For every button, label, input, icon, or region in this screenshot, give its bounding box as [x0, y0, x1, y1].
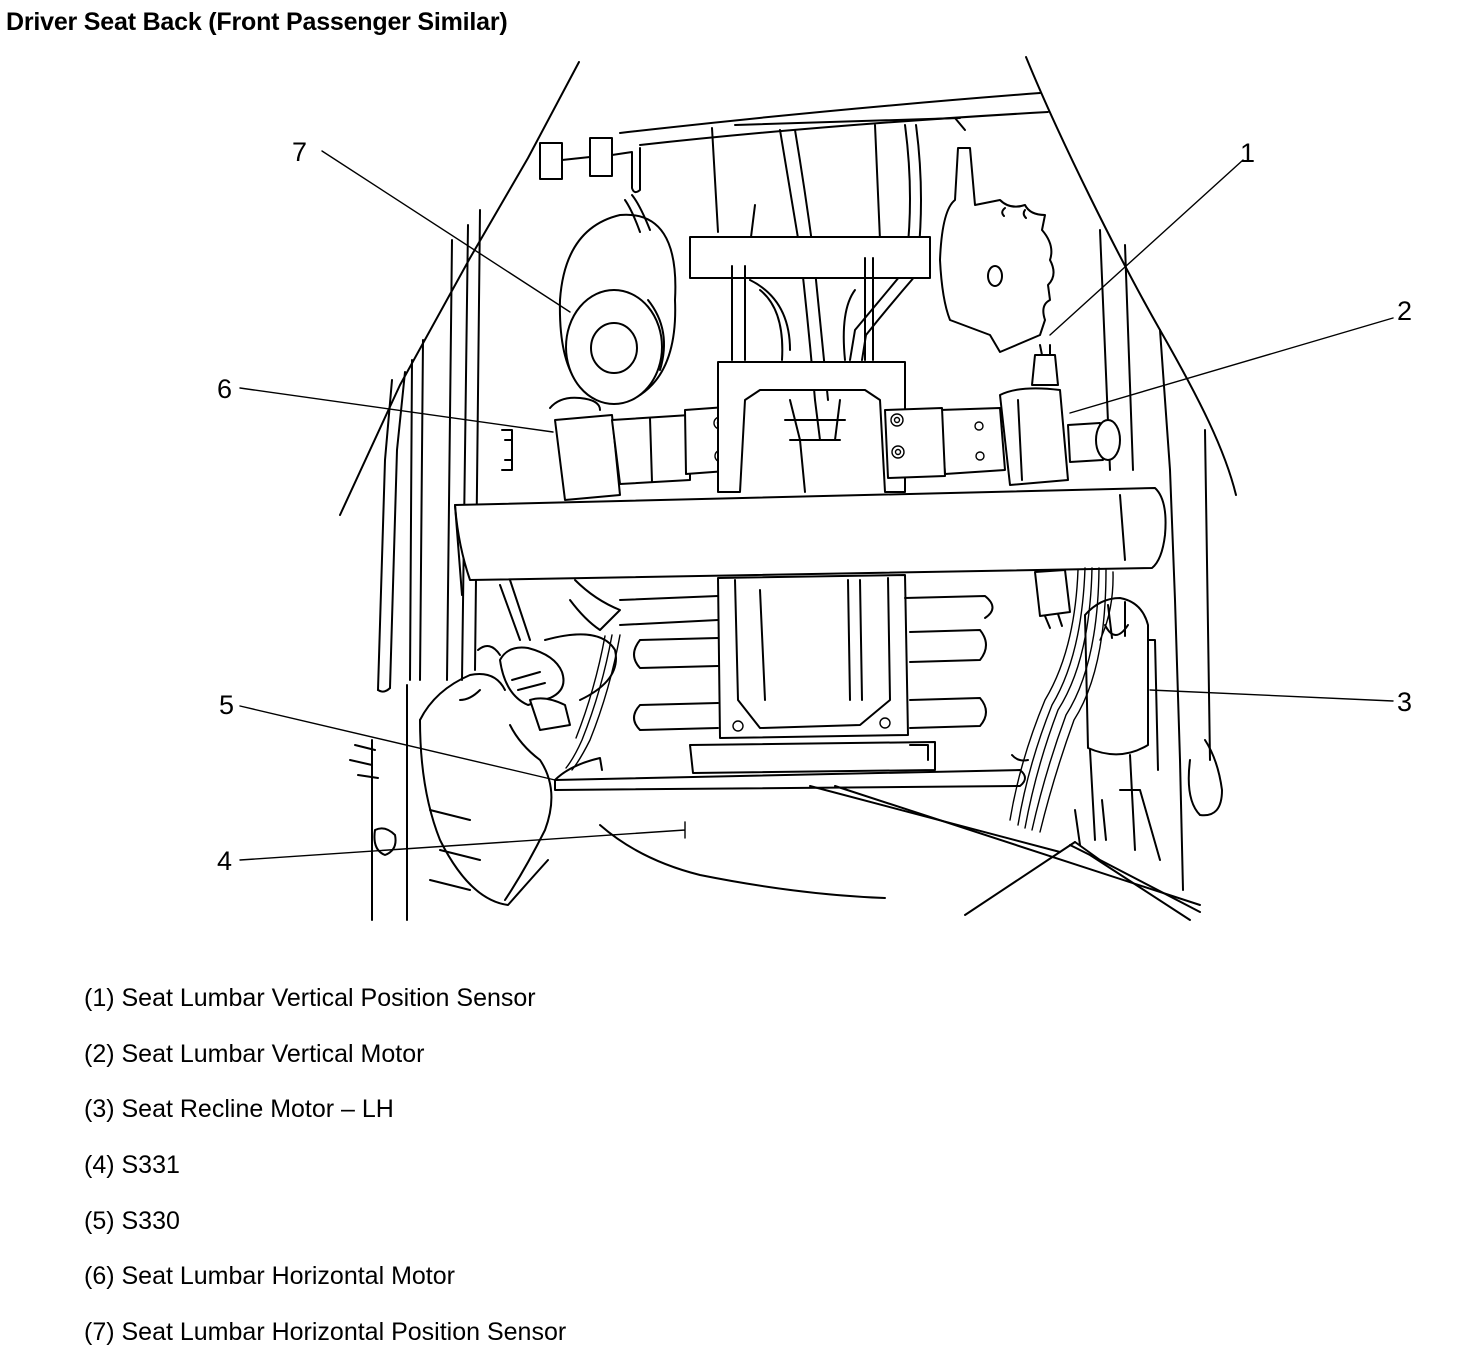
- callout-4: 4: [217, 846, 232, 876]
- legend-item-3: (3) Seat Recline Motor – LH: [84, 1095, 394, 1124]
- legend-item-6: (6) Seat Lumbar Horizontal Motor: [84, 1262, 455, 1291]
- bottom-floor-bar: [554, 757, 1201, 921]
- leader-line-6: [239, 387, 554, 433]
- main-cross-member: [454, 487, 1167, 596]
- legend-item-2: (2) Seat Lumbar Vertical Motor: [84, 1039, 425, 1068]
- horizontal-position-sensor-assembly: [558, 194, 677, 405]
- center-bracket: [717, 361, 906, 493]
- vertical-position-sensor-assembly: [939, 147, 1069, 486]
- callout-7: 7: [292, 137, 307, 167]
- leader-line-4: [239, 821, 686, 861]
- wiring-harness: [499, 567, 1114, 833]
- callout-3: 3: [1397, 687, 1412, 717]
- component-legend: (1) Seat Lumbar Vertical Position Sensor…: [84, 980, 566, 1370]
- callout-6: 6: [217, 374, 232, 404]
- vertical-motor-assembly: [884, 407, 1121, 479]
- horizontal-motor-assembly: [501, 396, 741, 501]
- leader-line-7: [321, 150, 571, 313]
- leader-line-2: [1069, 317, 1394, 414]
- leader-line-3: [1149, 689, 1394, 702]
- legend-item-7: (7) Seat Lumbar Horizontal Position Sens…: [84, 1318, 567, 1347]
- legend-item-5: (5) S330: [84, 1206, 180, 1235]
- leader-lines: [239, 150, 1394, 861]
- leader-line-1: [1049, 159, 1244, 336]
- leader-line-5: [239, 705, 556, 781]
- callout-2: 2: [1397, 296, 1412, 326]
- callout-5: 5: [219, 690, 234, 720]
- callout-1: 1: [1240, 138, 1255, 168]
- top-cross-tube: [539, 92, 1049, 194]
- lower-channel: [689, 574, 936, 774]
- seat-frame-outline: [339, 56, 1237, 921]
- spring-slots: [619, 595, 994, 731]
- page-title: Driver Seat Back (Front Passenger Simila…: [6, 8, 508, 36]
- callout-numbers: 1 2 3 4 5 6 7: [217, 137, 1412, 876]
- upper-bracket: [689, 236, 931, 361]
- recline-motor: [1034, 569, 1161, 861]
- left-connectors: [349, 633, 617, 906]
- legend-item-4: (4) S331: [84, 1151, 180, 1180]
- legend-item-1: (1) Seat Lumbar Vertical Position Sensor: [84, 984, 536, 1012]
